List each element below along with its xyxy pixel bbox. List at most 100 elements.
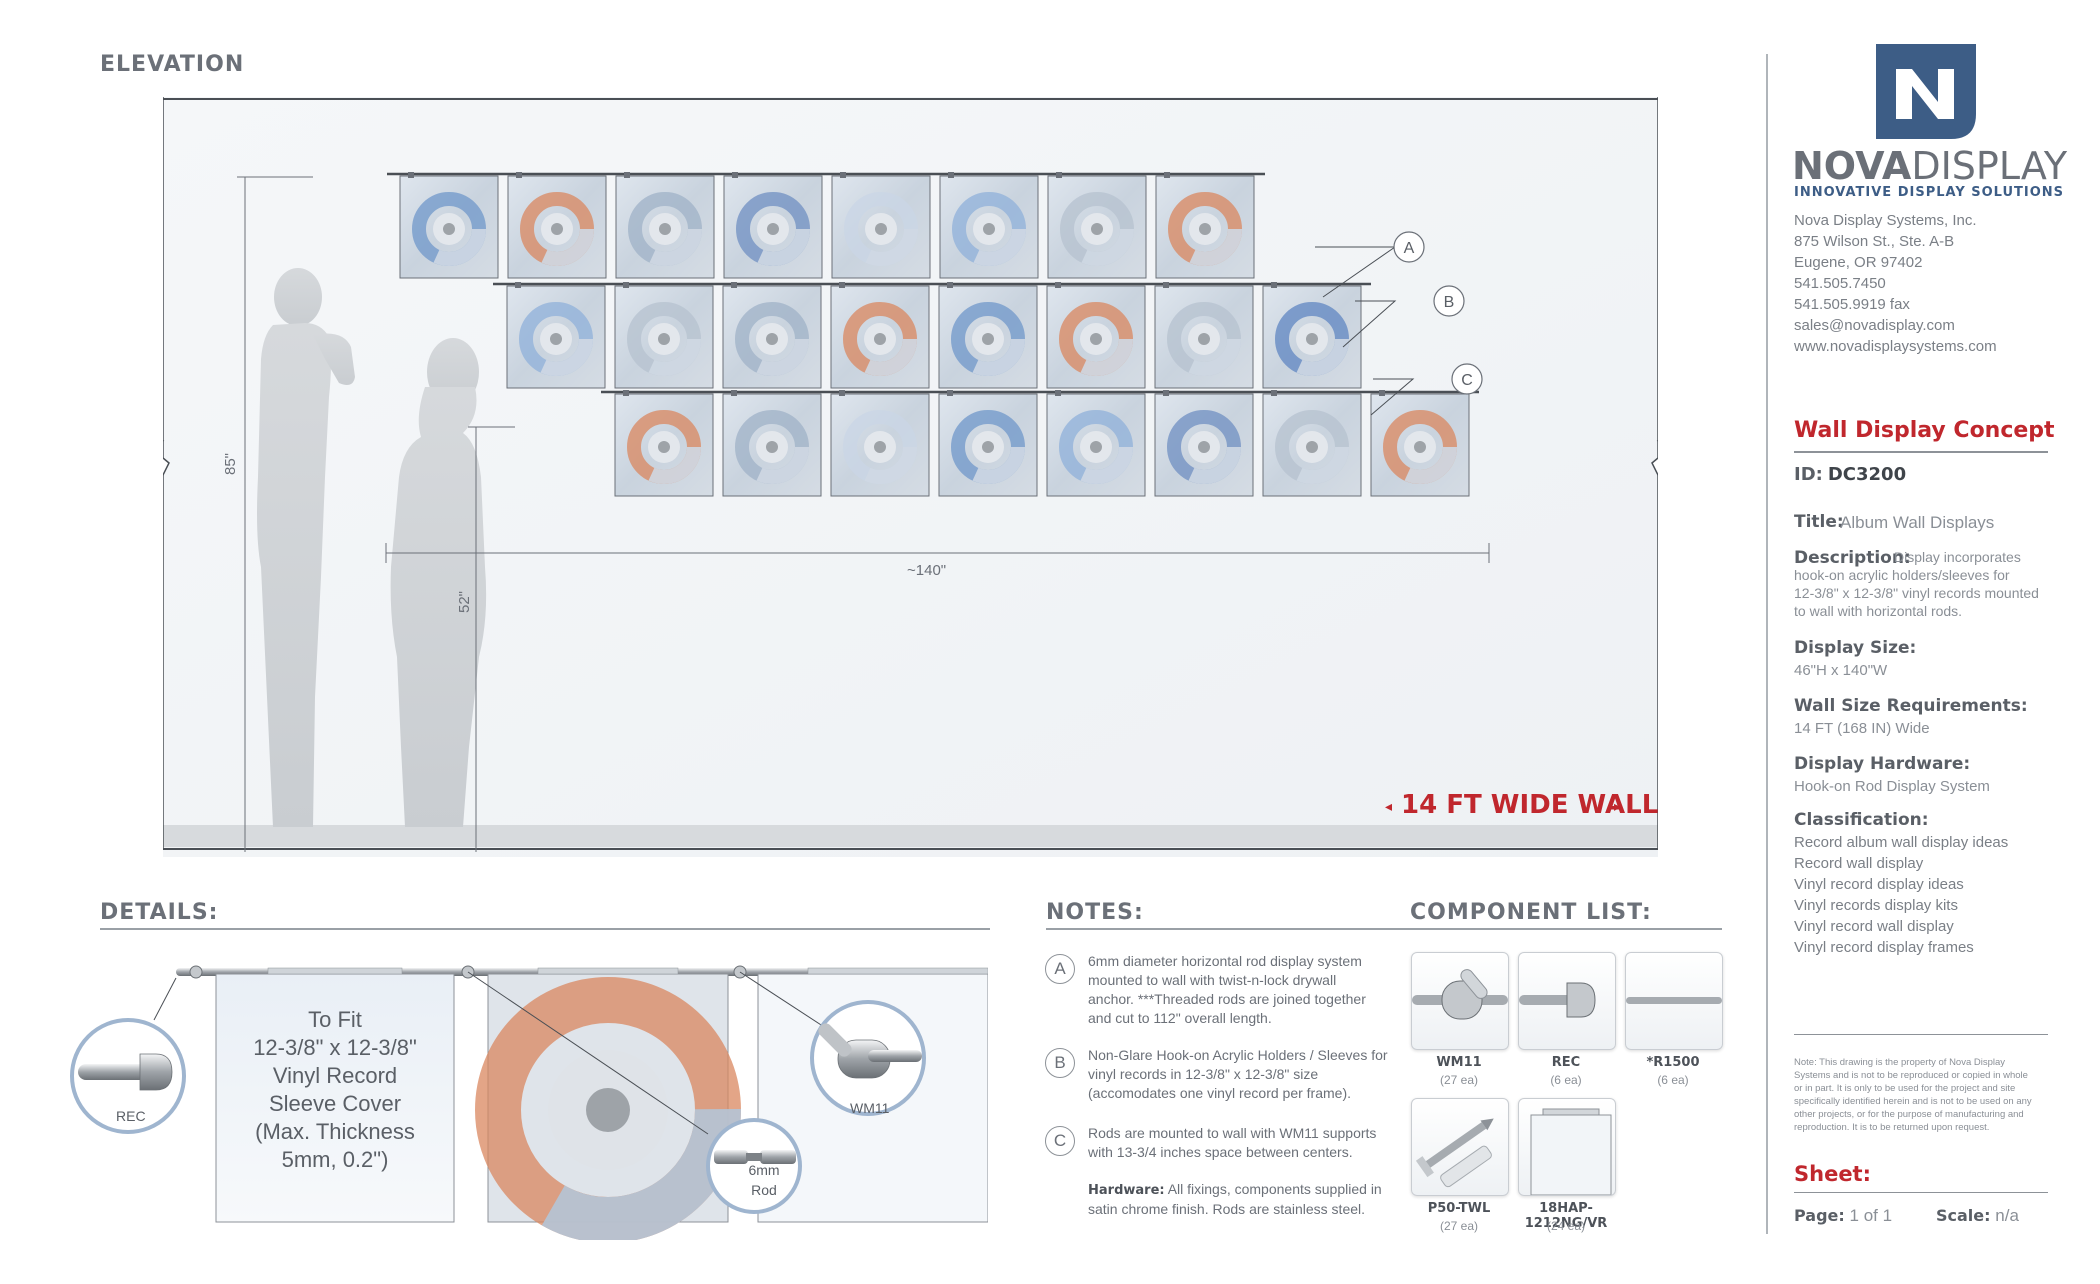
note-line: mounted to wall with twist-n-lock drywal… <box>1088 972 1337 988</box>
callout-c: C <box>1451 363 1483 395</box>
wm11-detail-bubble <box>810 1000 926 1116</box>
record-frame <box>1047 172 1147 279</box>
record-frames <box>387 172 1479 497</box>
email-link[interactable]: sales@novadisplay.com <box>1794 317 1955 334</box>
component-rec-code: REC <box>1551 1055 1581 1070</box>
wall-size-label: Wall Size Requirements: <box>1794 696 2028 716</box>
title-value: Album Wall Displays <box>1840 513 1995 532</box>
classification-list: Record album wall display ideas Record w… <box>1794 832 2008 958</box>
note-line: anchor. ***Threaded rods are joined toge… <box>1088 991 1366 1007</box>
display-hardware-value: Hook-on Rod Display System <box>1794 778 1990 795</box>
logo-tagline: INNOVATIVE DISPLAY SOLUTIONS <box>1794 185 2065 200</box>
rod-detail-bubble <box>706 1118 802 1214</box>
elevation-drawing: 85" 52" ~140" A B C ◂ 14 FT WIDE WALL ▸ <box>163 97 1658 857</box>
record-frame <box>723 172 823 279</box>
display-size-value: 46"H x 140"W <box>1794 662 1888 679</box>
disclaimer-line: other projects, or for the purpose of ma… <box>1794 1109 2024 1120</box>
component-r1500-thumb <box>1625 952 1723 1050</box>
description-line: hook-on acrylic holders/sleeves for <box>1794 567 2010 583</box>
hardware-note-label: Hardware: <box>1088 1183 1165 1198</box>
record-frame <box>399 172 499 279</box>
component-wm11-thumb <box>1411 952 1509 1050</box>
website-link[interactable]: www.novadisplaysystems.com <box>1794 338 1997 355</box>
dim-width: ~140" <box>907 562 946 579</box>
display-size-label: Display Size: <box>1794 638 1917 658</box>
sleeve-spec-line: Sleeve Cover <box>268 1091 402 1116</box>
disclaimer-line: Note: This drawing is the property of No… <box>1794 1057 2006 1068</box>
description-line: to wall with horizontal rods. <box>1794 603 1963 619</box>
page-value: 1 of 1 <box>1849 1206 1893 1225</box>
component-p50-twl-thumb <box>1411 1098 1509 1196</box>
page-info: Page: 1 of 1 <box>1794 1206 1892 1226</box>
wall-width-arrow-right: ▸ <box>1614 799 1621 815</box>
note-a-marker: A <box>1045 954 1075 984</box>
component-list-rule <box>1410 928 1722 930</box>
note-c-text: Rods are mounted to wall with WM11 suppo… <box>1088 1124 1376 1162</box>
classification-item: Vinyl record wall display <box>1794 918 1954 935</box>
details-title: DETAILS: <box>100 900 219 925</box>
rec-detail-bubble <box>70 1018 186 1134</box>
record-frame <box>1046 390 1146 497</box>
record-frame <box>1155 172 1255 279</box>
component-list-title: COMPONENT LIST: <box>1410 900 1652 925</box>
component-r1500-code: *R1500 <box>1646 1055 1700 1070</box>
sleeve-spec-line: 5mm, 0.2") <box>281 1147 389 1172</box>
component-18hap-code: 18HAP-1212NG/VR <box>1524 1201 1608 1231</box>
record-frame <box>938 390 1038 497</box>
fax-line: 541.505.9919 fax <box>1794 296 1910 313</box>
disclaimer-line: specifically identified herein and is no… <box>1794 1096 2032 1107</box>
page-label: Page: <box>1794 1206 1845 1225</box>
hardware-note: Hardware: All fixings, components suppli… <box>1088 1180 1382 1219</box>
component-p50-twl-code: P50-TWL <box>1427 1201 1491 1216</box>
note-b-text: Non-Glare Hook-on Acrylic Holders / Slee… <box>1088 1046 1388 1103</box>
record-frame <box>831 172 931 279</box>
record-frame <box>1370 390 1470 497</box>
component-18hap-qty: (24 ea) <box>1546 1219 1586 1233</box>
address-line: Nova Display Systems, Inc. <box>1794 212 1977 229</box>
classification-item: Vinyl record display frames <box>1794 939 1974 956</box>
display-hardware-label: Display Hardware: <box>1794 754 1971 774</box>
notes-rule <box>1046 928 1722 930</box>
floor <box>163 825 1658 847</box>
callout-b-letter: B <box>1444 294 1455 311</box>
wall-width-label: 14 FT WIDE WALL <box>1401 790 1658 820</box>
sleeve-spec-line: To Fit <box>308 1007 362 1032</box>
description-line: Display incorporates <box>1894 549 2021 565</box>
record-frame <box>615 172 715 279</box>
record-frame <box>1046 282 1146 389</box>
note-line: with 13-3/4 inches space between centers… <box>1088 1144 1353 1160</box>
component-wm11-code: WM11 <box>1436 1055 1482 1070</box>
scale-label: Scale: <box>1936 1206 1991 1225</box>
dimension-lines <box>237 176 1490 852</box>
record-frame <box>830 390 930 497</box>
concept-rule <box>1794 451 2048 453</box>
description-line: 12-3/8" x 12-3/8" vinyl records mounted <box>1794 585 2039 601</box>
nova-logo-wordmark: NOVADISPLAY <box>1792 144 2067 188</box>
rod-detail-label: 6mm Rod <box>740 1160 788 1200</box>
component-p50-twl-qty: (27 ea) <box>1439 1219 1479 1233</box>
record-frame <box>938 282 1038 389</box>
component-wm11-qty: (27 ea) <box>1439 1073 1479 1087</box>
record-frame <box>830 282 930 389</box>
wm11-detail-label: WM11 <box>850 1100 890 1116</box>
address-line: Eugene, OR 97402 <box>1794 254 1923 271</box>
concept-title: Wall Display Concept <box>1794 418 2055 443</box>
component-r1500-qty: (6 ea) <box>1657 1073 1689 1087</box>
logo-light: DISPLAY <box>1911 144 2068 188</box>
phone-line: 541.505.7450 <box>1794 275 1886 292</box>
record-frame <box>1262 282 1362 389</box>
note-line: 6mm diameter horizontal rod display syst… <box>1088 953 1362 969</box>
sleeve-spec-line: (Max. Thickness <box>255 1119 415 1144</box>
callout-b: B <box>1433 285 1465 317</box>
scale-value: n/a <box>1995 1206 2019 1225</box>
detail-sleeve-empty <box>215 973 455 1223</box>
wall-width-arrow-left: ◂ <box>1385 799 1392 815</box>
classification-label: Classification: <box>1794 810 1929 830</box>
disclaimer-line: Systems and is not to be reproduced or c… <box>1794 1070 2028 1081</box>
note-line: Non-Glare Hook-on Acrylic Holders / Slee… <box>1088 1047 1388 1063</box>
classification-item: Record album wall display ideas <box>1794 834 2009 851</box>
break-mark-left <box>163 440 170 476</box>
record-frame <box>939 172 1039 279</box>
note-b-marker: B <box>1045 1048 1075 1078</box>
callout-a: A <box>1393 231 1425 263</box>
